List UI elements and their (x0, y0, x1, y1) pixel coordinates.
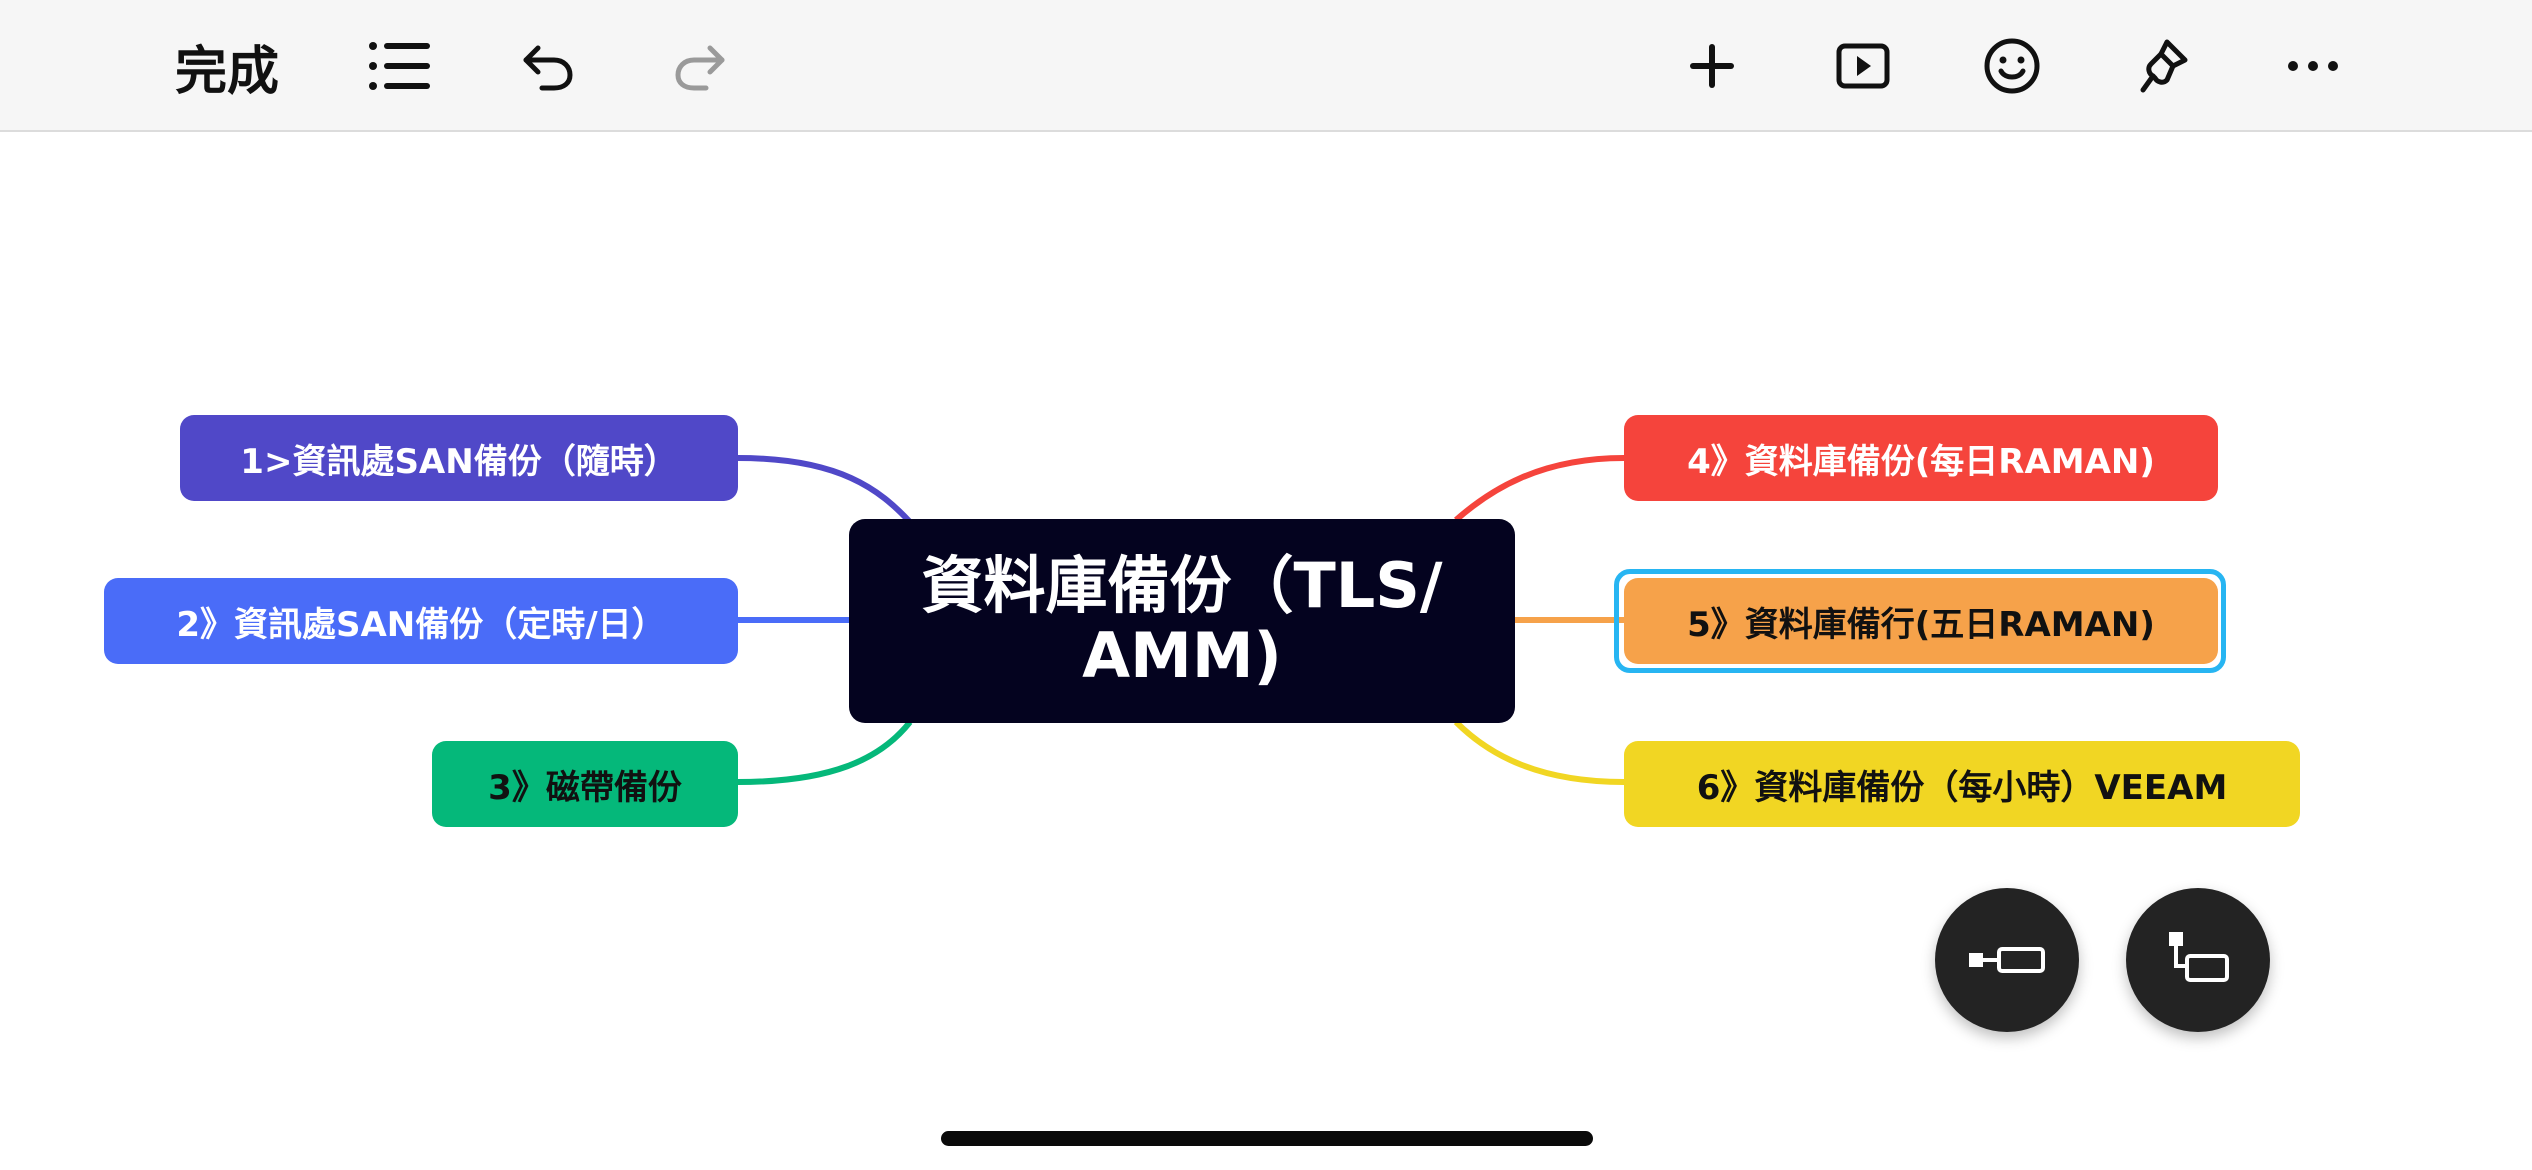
connector-6 (1453, 719, 1625, 785)
mindmap-node-1[interactable]: 1>資訊處SAN備份（隨時） (180, 415, 738, 501)
mindmap-node-5[interactable]: 5》資料庫備行(五日RAMAN) (1624, 578, 2218, 664)
mindmap-node-4[interactable]: 4》資料庫備份(每日RAMAN) (1624, 415, 2218, 501)
done-button[interactable]: 完成 (175, 41, 280, 102)
smiley-icon[interactable] (1979, 30, 2045, 102)
mindmap-node-3[interactable]: 3》磁帶備份 (432, 741, 738, 827)
add-sibling-icon (1969, 947, 2045, 973)
node-1-label: 1>資訊處SAN備份（隨時） (240, 441, 678, 482)
more-icon[interactable] (2280, 30, 2346, 102)
node-4-label: 4》資料庫備份(每日RAMAN) (1687, 441, 2155, 482)
play-icon[interactable] (1830, 30, 1896, 102)
brush-icon[interactable] (2130, 30, 2196, 102)
node-3-label: 3》磁帶備份 (488, 767, 682, 808)
connector-1 (737, 455, 913, 525)
node-6-label: 6》資料庫備份（每小時）VEEAM (1696, 767, 2228, 808)
undo-icon[interactable] (514, 30, 582, 102)
add-child-button[interactable] (2126, 888, 2270, 1032)
connector-4 (1454, 455, 1625, 523)
plus-icon[interactable] (1680, 30, 1744, 102)
mindmap-node-6[interactable]: 6》資料庫備份（每小時）VEEAM (1624, 741, 2300, 827)
redo-icon (666, 30, 734, 102)
node-2-label: 2》資訊處SAN備份（定時/日） (176, 604, 666, 645)
add-child-icon (2169, 932, 2229, 982)
mindmap-node-2[interactable]: 2》資訊處SAN備份（定時/日） (104, 578, 738, 664)
top-toolbar: 完成 (0, 0, 2532, 132)
add-sibling-button[interactable] (1935, 888, 2079, 1032)
home-indicator (941, 1131, 1593, 1146)
root-node-label: 資料庫備份（TLS/ AMM) (921, 549, 1443, 692)
connector-3 (737, 720, 913, 785)
list-icon[interactable] (362, 30, 438, 102)
node-5-label: 5》資料庫備行(五日RAMAN) (1687, 604, 2155, 645)
mindmap-root-node[interactable]: 資料庫備份（TLS/ AMM) (849, 519, 1515, 723)
